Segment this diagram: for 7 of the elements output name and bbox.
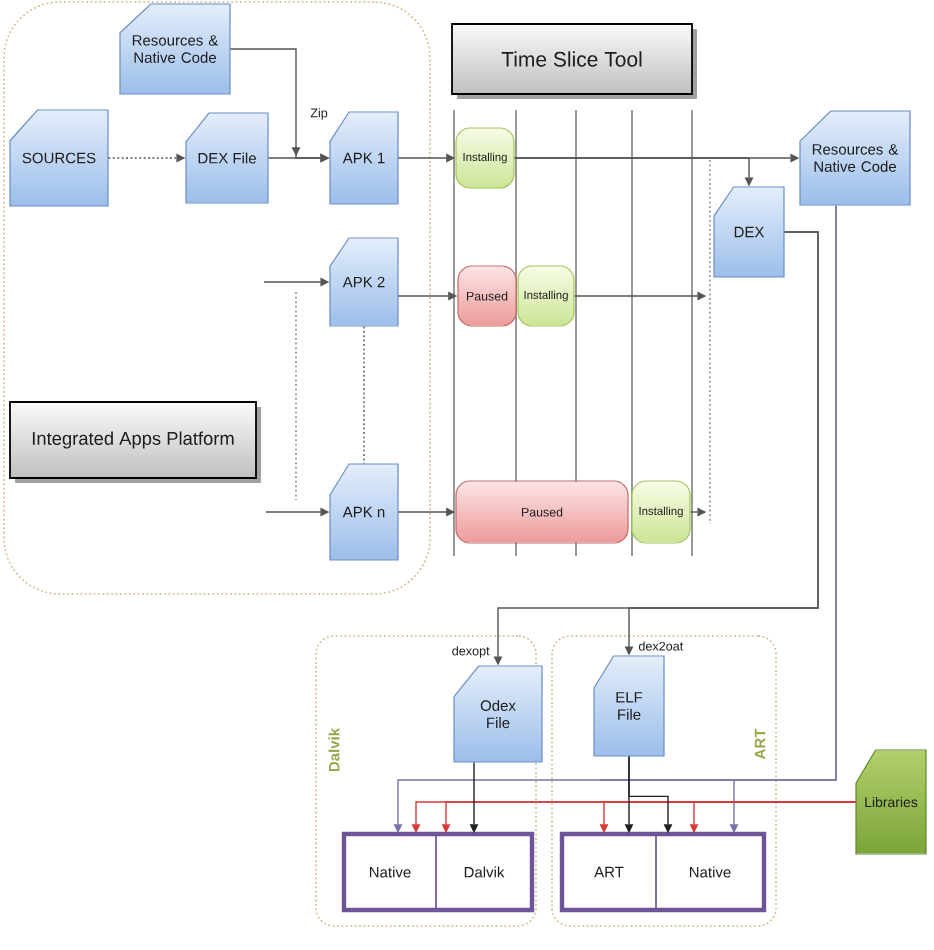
title-box: Time Slice Tool (451, 23, 697, 99)
runtime-frame (341, 831, 535, 913)
runtime-frame (559, 831, 767, 913)
title-box: Integrated Apps Platform (9, 401, 261, 483)
dotted-bus-line (709, 159, 711, 525)
dotted-connector-line (363, 325, 365, 465)
dotted-region (3, 1, 431, 595)
